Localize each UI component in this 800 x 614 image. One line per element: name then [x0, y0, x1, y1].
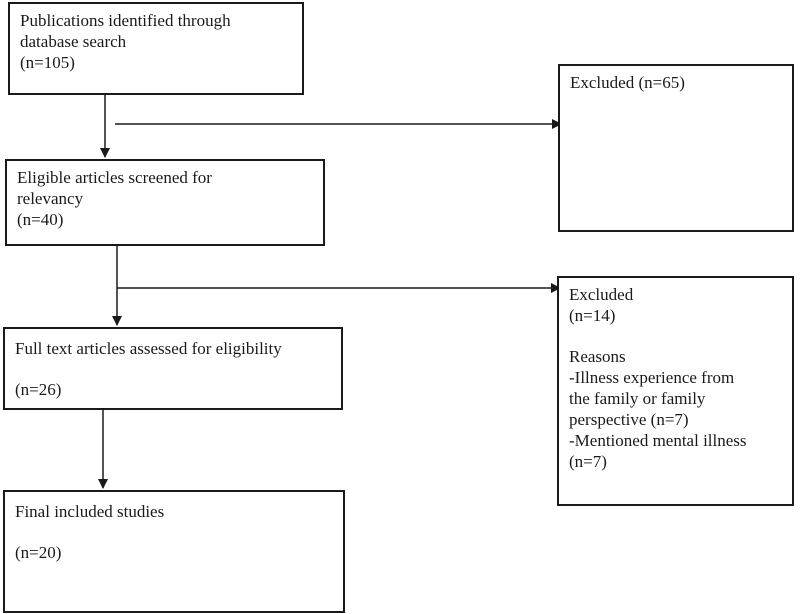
box-excluded-65-line1: Excluded (n=65): [570, 73, 685, 92]
box-eligible-articles-line1: Eligible articles screened for: [17, 168, 212, 187]
box-full-text-articles: Full text articles assessed for eligibil…: [3, 327, 343, 410]
box-excluded-65: Excluded (n=65): [558, 64, 794, 232]
box-excluded-14: Excluded (n=14) Reasons -Illness experie…: [557, 276, 794, 506]
box-excluded-14-count: (n=14): [569, 306, 616, 325]
box-full-text-articles-line1: Full text articles assessed for eligibil…: [15, 339, 282, 358]
box-excluded-14-reason1-line1: -Illness experience from: [569, 368, 735, 387]
box-eligible-articles: Eligible articles screened for relevancy…: [5, 159, 325, 246]
box-publications-identified-line2: database search: [20, 32, 127, 51]
box-publications-identified-line1: Publications identified through: [20, 11, 231, 30]
box-publications-identified-count: (n=105): [20, 53, 75, 72]
box-eligible-articles-count: (n=40): [17, 210, 64, 229]
box-excluded-14-reasons-title: Reasons: [569, 347, 626, 366]
box-final-included-studies: Final included studies (n=20): [3, 490, 345, 613]
box-publications-identified: Publications identified through database…: [8, 2, 304, 95]
box-full-text-articles-count: (n=26): [15, 380, 62, 399]
box-final-included-studies-count: (n=20): [15, 543, 62, 562]
box-excluded-14-reason1-line3: perspective (n=7): [569, 410, 689, 429]
box-final-included-studies-line1: Final included studies: [15, 502, 165, 521]
box-excluded-14-reason2-line1: -Mentioned mental illness: [569, 431, 747, 450]
box-excluded-14-reason2-line2: (n=7): [569, 452, 607, 471]
box-excluded-14-reason1-line2: the family or family: [569, 389, 706, 408]
box-eligible-articles-line2: relevancy: [17, 189, 84, 208]
box-excluded-14-title: Excluded: [569, 285, 634, 304]
